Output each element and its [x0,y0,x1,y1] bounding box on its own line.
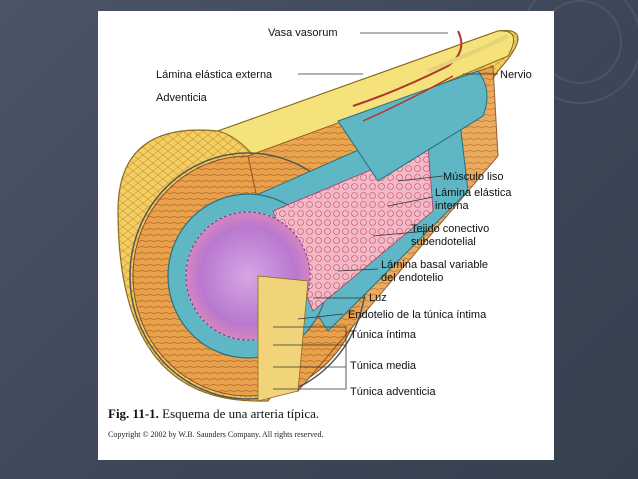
figure-caption: Fig. 11-1. Esquema de una arteria típica… [108,406,319,422]
label-tejido-conectivo-1: Tejido conectivo [411,223,490,235]
caption-text: Esquema de una arteria típica. [158,406,320,421]
adventitia-top-surface [216,30,515,162]
label-tunica-adventicia: Túnica adventicia [350,386,436,398]
artery-diagram [117,29,519,402]
copyright-notice: Copyright © 2002 by W.B. Saunders Compan… [108,430,324,439]
label-luz: Luz [369,292,387,304]
label-tunica-media: Túnica media [350,360,417,372]
leader-musculo [397,175,444,182]
label-lamina-elastica-externa: Lámina elástica externa [156,69,273,81]
leader-endotelio [297,313,344,320]
label-vasa-vasorum: Vasa vasorum [268,27,338,39]
label-adventicia: Adventicia [156,92,207,104]
label-nervio: Nervio [500,69,532,81]
leader-lamina-basal [337,268,379,272]
leader-tejido [372,230,429,237]
internal-lamina-tube [337,70,488,182]
vasa-vasorum [352,30,463,107]
leader-lamina-interna [387,196,434,207]
figure-panel: Vasa vasorum Lámina elástica externa Adv… [98,11,554,460]
nerve [427,34,509,73]
label-lamina-elastica-interna-1: Lámina elástica [435,187,512,199]
caption-number: Fig. 11-1. [108,406,159,421]
label-musculo-liso: Músculo liso [443,171,504,183]
label-tunica-intima: Túnica íntima [350,329,417,341]
label-tejido-conectivo-2: subendotelial [411,236,476,248]
label-lamina-elastica-interna-2: interna [435,200,469,212]
label-endotelio: Endotelio de la túnica íntima [348,309,487,321]
label-lamina-basal-1: Lámina basal variable [381,259,489,271]
label-lamina-basal-2: del endotelio [381,272,444,284]
cut-face [257,275,309,402]
